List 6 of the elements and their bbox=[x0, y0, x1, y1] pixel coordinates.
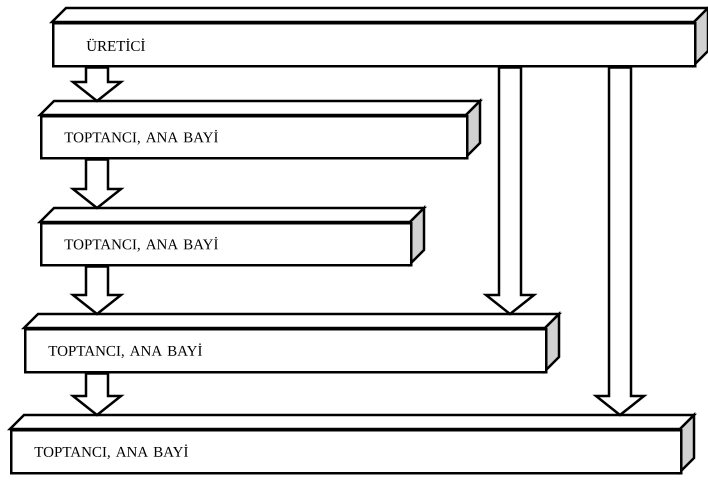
block-arrow bbox=[69, 158, 125, 210]
block-arrow bbox=[69, 265, 125, 316]
block-arrow bbox=[592, 66, 648, 417]
block-arrow bbox=[69, 66, 125, 103]
block-arrow bbox=[69, 372, 125, 417]
block-arrow bbox=[482, 66, 538, 316]
